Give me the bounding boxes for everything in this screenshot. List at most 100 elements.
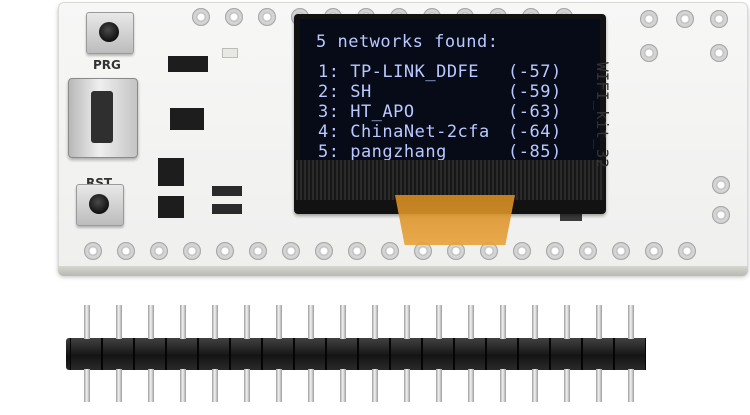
pin-housing [550, 338, 582, 370]
header-pad [579, 242, 597, 260]
header-pad [315, 242, 333, 260]
pin-bottom [436, 369, 442, 402]
pcb-board-edge [58, 266, 748, 276]
pin-housing [262, 338, 294, 370]
pin-bottom [468, 369, 474, 402]
pin-top [340, 305, 346, 339]
rst-button-cap [89, 194, 109, 214]
pin-top [180, 305, 186, 339]
header-pad [612, 242, 630, 260]
pin-housing [230, 338, 262, 370]
pin-top [276, 305, 282, 339]
pin-bottom [532, 369, 538, 402]
header-pad [645, 242, 663, 260]
pin-bottom [212, 369, 218, 402]
header-pad [192, 8, 210, 26]
network-name: 4: ChinaNet-2cfa [318, 122, 490, 142]
pin-bottom [148, 369, 154, 402]
pin-top [148, 305, 154, 339]
micro-usb-port [68, 78, 138, 158]
header-pad [225, 8, 243, 26]
pin-bottom [180, 369, 186, 402]
pin-housing [614, 338, 646, 370]
network-rssi: (-57) [508, 62, 562, 82]
network-rssi: (-64) [508, 122, 562, 142]
header-pad [183, 242, 201, 260]
pin-top [404, 305, 410, 339]
header-pad [712, 206, 730, 224]
header-pad [150, 242, 168, 260]
pin-bottom [244, 369, 250, 402]
header-pad [513, 242, 531, 260]
header-pad [640, 10, 658, 28]
board-name-label: WIFI_kit_32 [593, 62, 612, 168]
pin-top [84, 305, 90, 339]
network-rssi: (-59) [508, 82, 562, 102]
pin-bottom [84, 369, 90, 402]
smd-chip-1 [158, 158, 184, 186]
pin-bottom [404, 369, 410, 402]
prg-label: PRG [93, 58, 121, 72]
header-pad [546, 242, 564, 260]
pin-top [212, 305, 218, 339]
pin-housing [294, 338, 326, 370]
header-pad [216, 242, 234, 260]
regulator-chip [168, 56, 208, 72]
header-pad [640, 44, 658, 62]
header-pad [712, 176, 730, 194]
header-pad [710, 44, 728, 62]
pin-housing [198, 338, 230, 370]
pin-bottom [372, 369, 378, 402]
header-pad [348, 242, 366, 260]
header-pad [447, 242, 465, 260]
smd-chip-2 [158, 196, 184, 218]
pin-top [244, 305, 250, 339]
pin-housing [486, 338, 518, 370]
pin-top [628, 305, 634, 339]
resistor-array [212, 186, 242, 196]
header-pad [282, 242, 300, 260]
network-name: 3: HT_APO [318, 102, 415, 122]
pin-housing [102, 338, 134, 370]
transistor-chip [170, 108, 204, 130]
header-pad [678, 242, 696, 260]
header-pad [480, 242, 498, 260]
pin-housing [390, 338, 422, 370]
small-capacitor [560, 212, 582, 221]
header-pad [414, 242, 432, 260]
prg-button [86, 12, 134, 54]
pin-top [436, 305, 442, 339]
pin-housing [134, 338, 166, 370]
pin-bottom [500, 369, 506, 402]
pin-top [532, 305, 538, 339]
pin-housing [70, 338, 102, 370]
header-pad [710, 10, 728, 28]
pin-top [308, 305, 314, 339]
pin-housing [454, 338, 486, 370]
header-pad [84, 242, 102, 260]
pin-housing [358, 338, 390, 370]
prg-button-cap [99, 22, 119, 42]
pin-top [500, 305, 506, 339]
led-indicator [222, 48, 238, 58]
header-pad [676, 10, 694, 28]
pin-housing [422, 338, 454, 370]
header-pad [117, 242, 135, 260]
pin-top [596, 305, 602, 339]
pin-top [564, 305, 570, 339]
network-rssi: (-63) [508, 102, 562, 122]
resistor-array-2 [212, 204, 242, 214]
pin-housing [582, 338, 614, 370]
flex-cable [395, 195, 515, 245]
pin-bottom [276, 369, 282, 402]
header-pad [249, 242, 267, 260]
network-rssi: (-85) [508, 142, 562, 162]
network-name: 2: SH [318, 82, 372, 102]
pin-top [468, 305, 474, 339]
pin-bottom [564, 369, 570, 402]
pin-housing [518, 338, 550, 370]
usb-slot [91, 91, 113, 143]
header-pad [258, 8, 276, 26]
pin-top [372, 305, 378, 339]
